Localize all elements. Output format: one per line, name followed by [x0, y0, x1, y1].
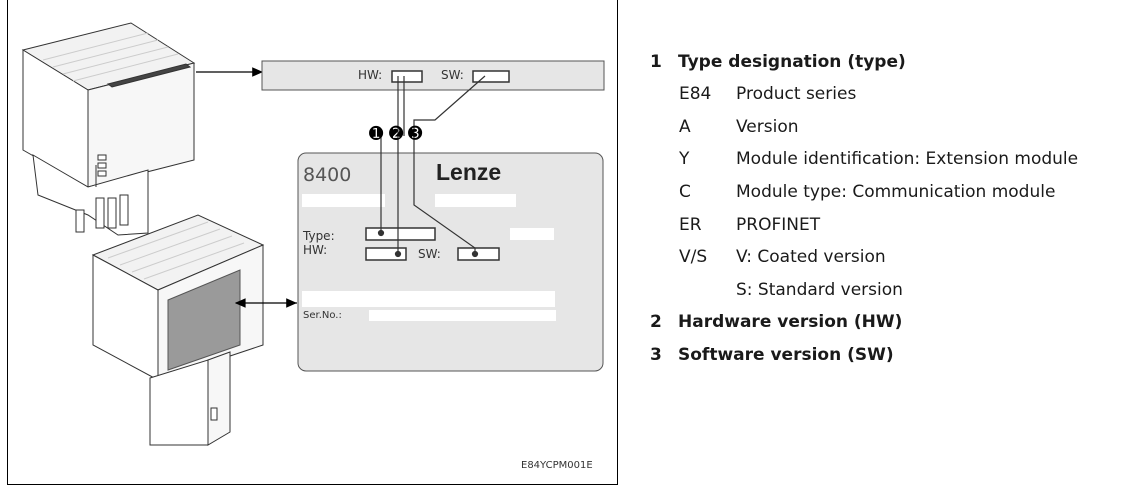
- legend-code: E84: [679, 84, 712, 104]
- marker-2: ➋: [389, 124, 404, 144]
- legend-code: C: [679, 182, 691, 202]
- upper-module: [21, 22, 196, 236]
- brand-logo: Lenze: [436, 159, 502, 185]
- legend-code: Y: [679, 149, 690, 169]
- hw-sw-label-strip: [261, 60, 605, 91]
- legend-code: V/S: [679, 247, 708, 267]
- legend-code-desc: S: Standard version: [736, 280, 903, 300]
- legend-code-desc: PROFINET: [736, 215, 821, 235]
- figure-id: E84YCPM001E: [521, 460, 593, 471]
- legend-item-3-heading: Software version (SW): [678, 345, 894, 365]
- legend-item-2-heading: Hardware version (HW): [678, 312, 903, 332]
- legend-code-desc: Module identification: Extension module: [736, 149, 1079, 169]
- legend-item-1-heading: Type designation (type): [678, 52, 906, 72]
- marker-1: ➊: [369, 124, 384, 144]
- leader-lines: [377, 75, 486, 258]
- legend-code: A: [679, 117, 691, 137]
- marker-3: ➌: [408, 124, 423, 144]
- legend-code-desc: Module type: Communication module: [736, 182, 1056, 202]
- legend-code-desc: Product series: [736, 84, 857, 104]
- lower-module: [91, 214, 265, 446]
- diagram-drawing: [21, 22, 605, 446]
- legend-code: ER: [679, 215, 702, 235]
- legend-code-desc: V: Coated version: [736, 247, 886, 267]
- legend-code-desc: Version: [736, 117, 799, 137]
- nameplate-hw-label: HW:: [303, 243, 328, 257]
- legend-item-2-number: 2: [650, 312, 662, 332]
- nameplate-sw-label: SW:: [418, 247, 441, 261]
- nameplate-serial-label: Ser.No.:: [303, 310, 342, 321]
- legend-item-1-number: 1: [650, 52, 662, 72]
- nameplate-type-label: Type:: [303, 229, 335, 243]
- nameplate-model: 8400: [303, 164, 352, 186]
- legend-item-3-number: 3: [650, 345, 662, 365]
- top-sw-label: SW:: [441, 68, 464, 82]
- diagram-figure: HW: SW: ➊ ➋ ➌ 8400 Lenze Type: HW: SW: S…: [7, 0, 618, 485]
- top-hw-label: HW:: [358, 68, 383, 82]
